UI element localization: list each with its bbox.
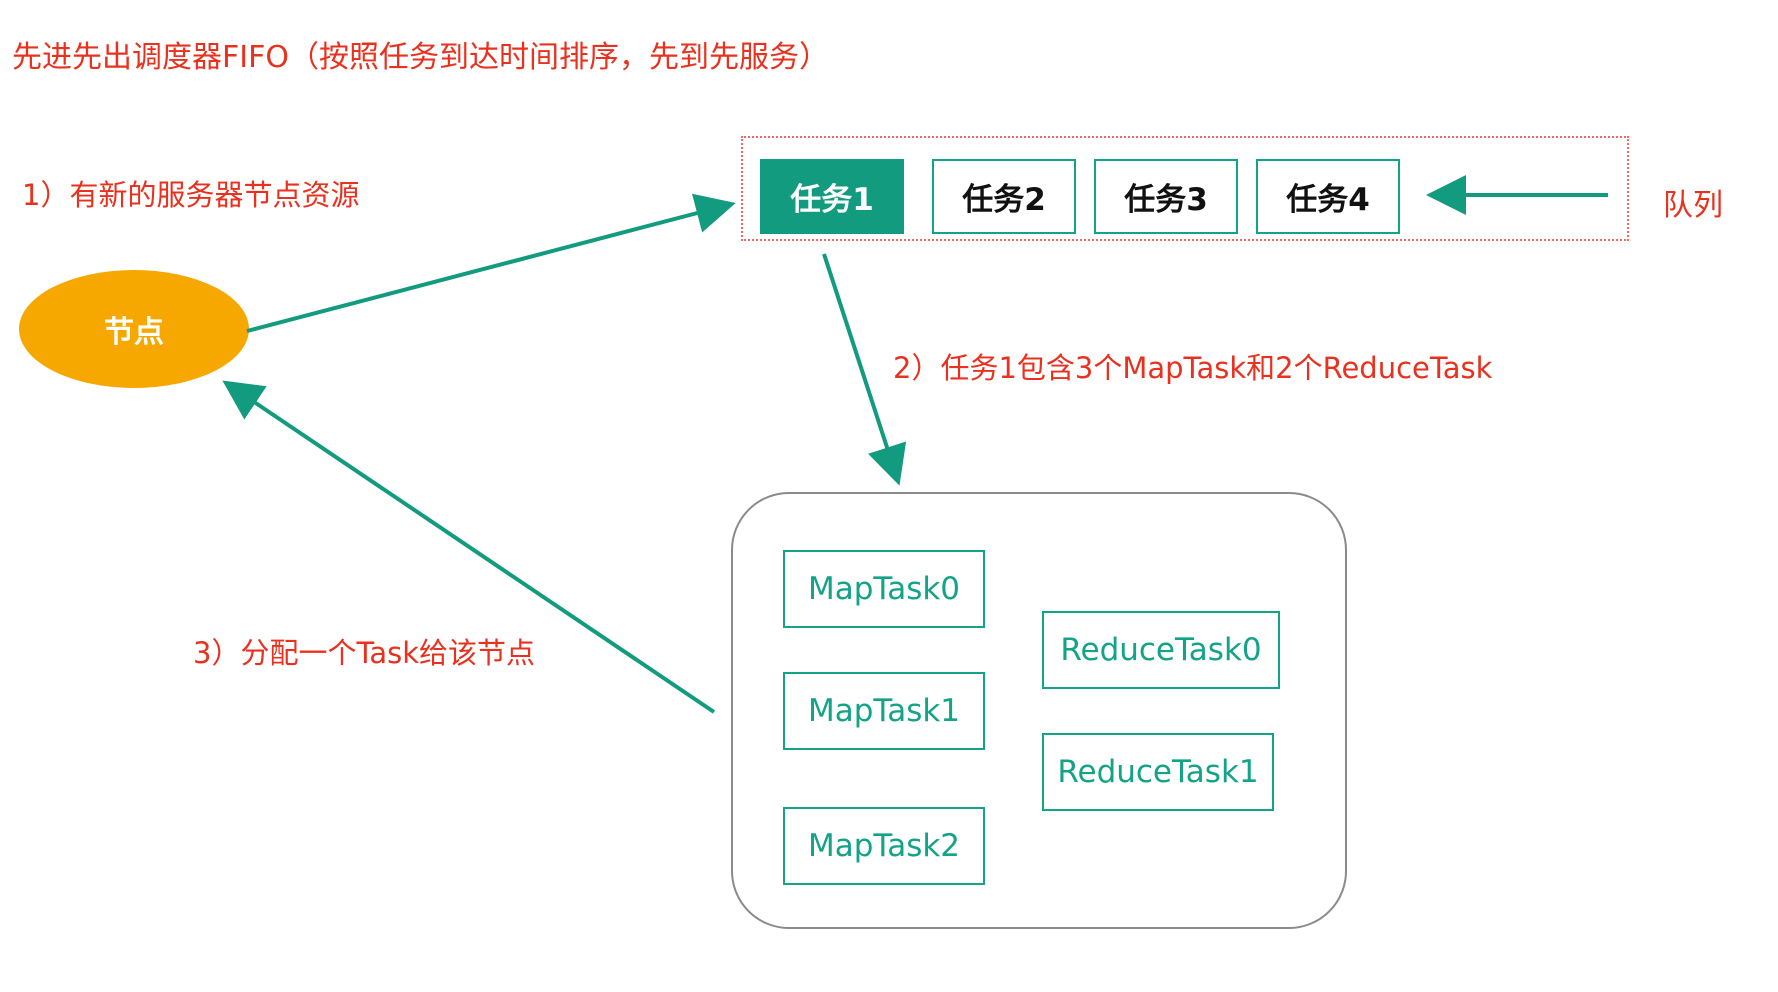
reduce-task-1: ReduceTask1 (1042, 733, 1274, 811)
queue-job-1: 任务1 (760, 159, 904, 234)
map-task-0: MapTask0 (783, 550, 985, 628)
arrow-node-to-queue (246, 193, 736, 333)
queue-label: 队列 (1663, 188, 1723, 223)
arrow-job-to-tasks (822, 253, 907, 486)
queue-job-2: 任务2 (932, 159, 1076, 234)
reduce-task-0: ReduceTask0 (1042, 611, 1280, 689)
step-3-label: 3）分配一个Task给该节点 (193, 636, 536, 670)
map-task-2: MapTask2 (783, 807, 985, 885)
arrow-tasks-to-node (222, 380, 716, 714)
step-1-label: 1）有新的服务器节点资源 (22, 178, 360, 212)
step-2-label: 2）任务1包含3个MapTask和2个ReduceTask (893, 351, 1493, 385)
server-node: 节点 (19, 270, 249, 388)
diagram-title: 先进先出调度器FIFO（按照任务到达时间排序，先到先服务） (12, 40, 829, 75)
queue-frame (741, 136, 1629, 241)
map-task-1: MapTask1 (783, 672, 985, 750)
queue-job-3: 任务3 (1094, 159, 1238, 234)
queue-job-4: 任务4 (1256, 159, 1400, 234)
